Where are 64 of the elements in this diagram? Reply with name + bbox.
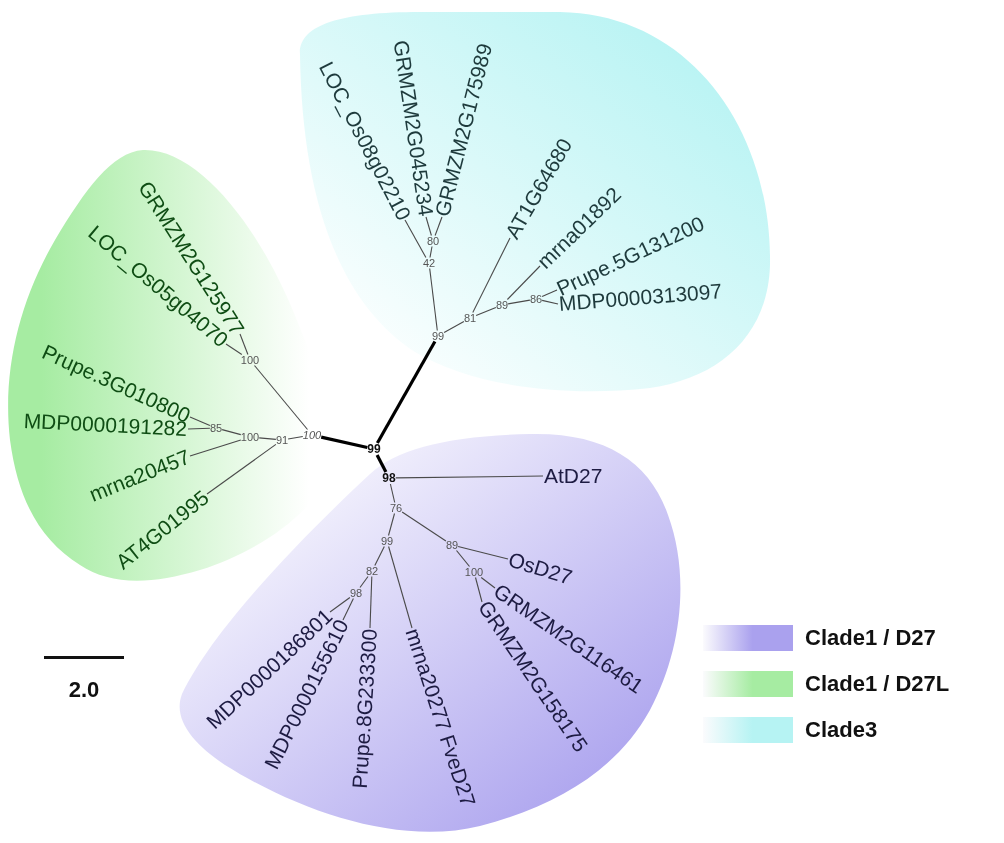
branch-line — [225, 343, 243, 356]
branch-line — [342, 597, 354, 621]
branch-line — [189, 416, 211, 426]
branch-line — [258, 437, 277, 440]
bootstrap-value: 100 — [302, 429, 322, 441]
branch-line — [429, 267, 438, 332]
branch-line — [472, 237, 511, 314]
branch-line — [369, 575, 373, 629]
branch-line — [221, 429, 242, 436]
branch-line — [480, 576, 496, 589]
bootstrap-value: 86 — [529, 293, 543, 305]
bootstrap-value: 81 — [463, 312, 477, 324]
branch-line — [434, 216, 443, 237]
branch-line — [189, 439, 242, 457]
gene-label: AtD27 — [544, 464, 603, 488]
branch-line — [455, 549, 471, 568]
branch-line — [376, 340, 437, 444]
branch-line — [404, 219, 427, 259]
bootstrap-value: 99 — [367, 443, 381, 455]
branch-line — [401, 511, 447, 542]
bootstrap-value: 98 — [349, 587, 363, 599]
legend-label: Clade1 / D27L — [805, 671, 950, 697]
branch-line — [187, 427, 211, 430]
scale-label: 2.0 — [68, 677, 100, 703]
branch-line — [389, 483, 396, 504]
bootstrap-value: 100 — [464, 566, 484, 578]
branch-line — [429, 245, 433, 259]
branch-line — [475, 306, 497, 317]
bootstrap-value: 89 — [445, 539, 459, 551]
bootstrap-value: 98 — [382, 472, 396, 484]
branch-line — [457, 545, 509, 560]
bootstrap-value: 91 — [275, 434, 289, 446]
branch-line — [387, 512, 396, 537]
branch-line — [425, 216, 432, 237]
bootstrap-value: 80 — [426, 235, 440, 247]
bootstrap-value: 85 — [209, 422, 223, 434]
branch-line — [239, 333, 249, 356]
bootstrap-value: 82 — [365, 565, 379, 577]
branch-line — [320, 435, 368, 450]
branch-line — [388, 545, 413, 629]
gene-label: Prupe.8G233300 — [347, 628, 382, 790]
bootstrap-value: 100 — [240, 431, 260, 443]
branch-line — [329, 596, 351, 613]
bootstrap-value: 99 — [380, 535, 394, 547]
branch-line — [374, 545, 385, 567]
legend-label: Clade1 / D27 — [805, 625, 936, 651]
bootstrap-value: 99 — [431, 330, 445, 342]
branch-line — [474, 576, 483, 603]
bootstrap-value: 100 — [240, 354, 260, 366]
bootstrap-value: 42 — [422, 257, 436, 269]
branch-line — [443, 320, 465, 334]
bootstrap-value: 89 — [495, 299, 509, 311]
branch-line — [506, 265, 541, 301]
branch-line — [375, 454, 388, 473]
branch-line — [395, 475, 544, 479]
branch-line — [253, 364, 309, 431]
branch-line — [541, 289, 558, 297]
bootstrap-value: 76 — [389, 502, 403, 514]
branch-line — [507, 299, 531, 305]
branch-line — [359, 575, 369, 589]
branch-line — [206, 443, 277, 495]
legend-label: Clade3 — [805, 717, 878, 743]
branch-line — [287, 435, 304, 440]
branch-line — [541, 299, 559, 305]
